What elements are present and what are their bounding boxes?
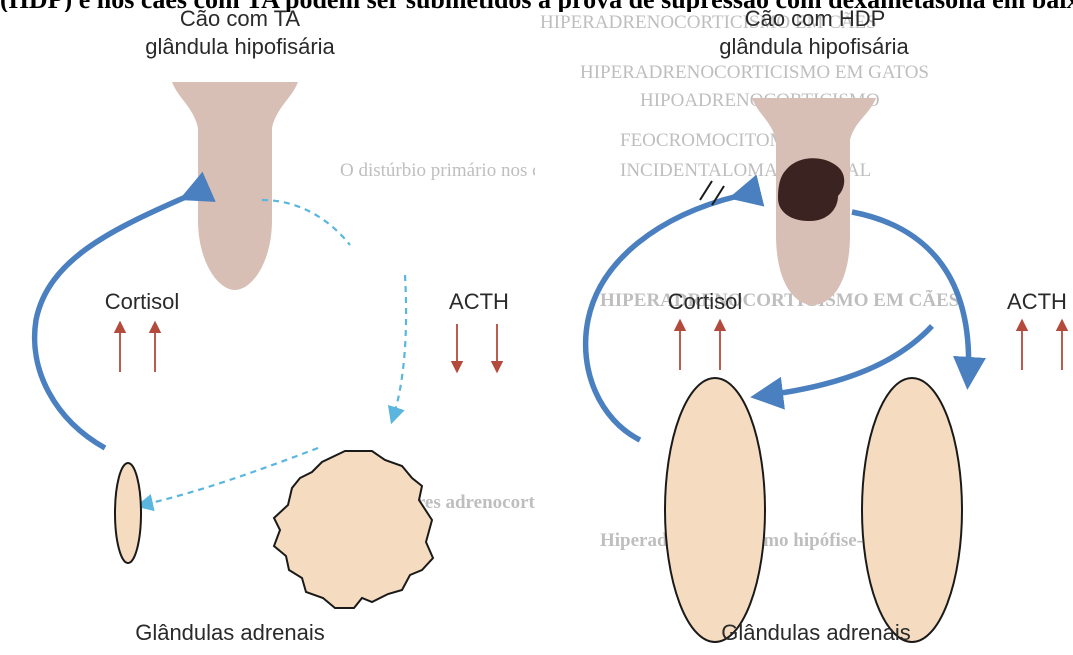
right-acth-label: ACTH <box>1001 289 1073 315</box>
left-adrenal-small <box>115 463 141 563</box>
left-adrenal-label: Glândulas adrenais <box>100 620 360 646</box>
right-cortisol-label: Cortisol <box>655 289 755 315</box>
dashed-arrow-to-tumor <box>393 275 406 418</box>
left-acth-label: ACTH <box>437 289 521 315</box>
right-adrenal-label: Glândulas adrenais <box>686 620 946 646</box>
acth-arrow-right <box>852 212 969 380</box>
left-cortisol-label: Cortisol <box>92 289 192 315</box>
right-adrenal-right-enlarged <box>862 378 962 642</box>
cortisol-up-arrows-right <box>680 324 720 370</box>
adrenal-tumor-irregular <box>274 451 433 608</box>
cortisol-up-arrows-left <box>120 326 155 372</box>
feedback-arrow-left <box>35 196 188 448</box>
right-title-line1: Cão com HDP <box>735 6 895 32</box>
acth-up-arrows-right <box>1022 324 1062 370</box>
dashed-feedback-line-left <box>262 200 350 245</box>
acth-down-arrows-left <box>457 324 497 368</box>
left-title-line1: Cão com TA <box>160 6 320 32</box>
pituitary-gland-left <box>172 82 298 290</box>
left-title-line2: glândula hipofisária <box>130 34 350 60</box>
right-adrenal-left-enlarged <box>665 378 765 642</box>
right-title-line2: glândula hipofisária <box>704 34 924 60</box>
